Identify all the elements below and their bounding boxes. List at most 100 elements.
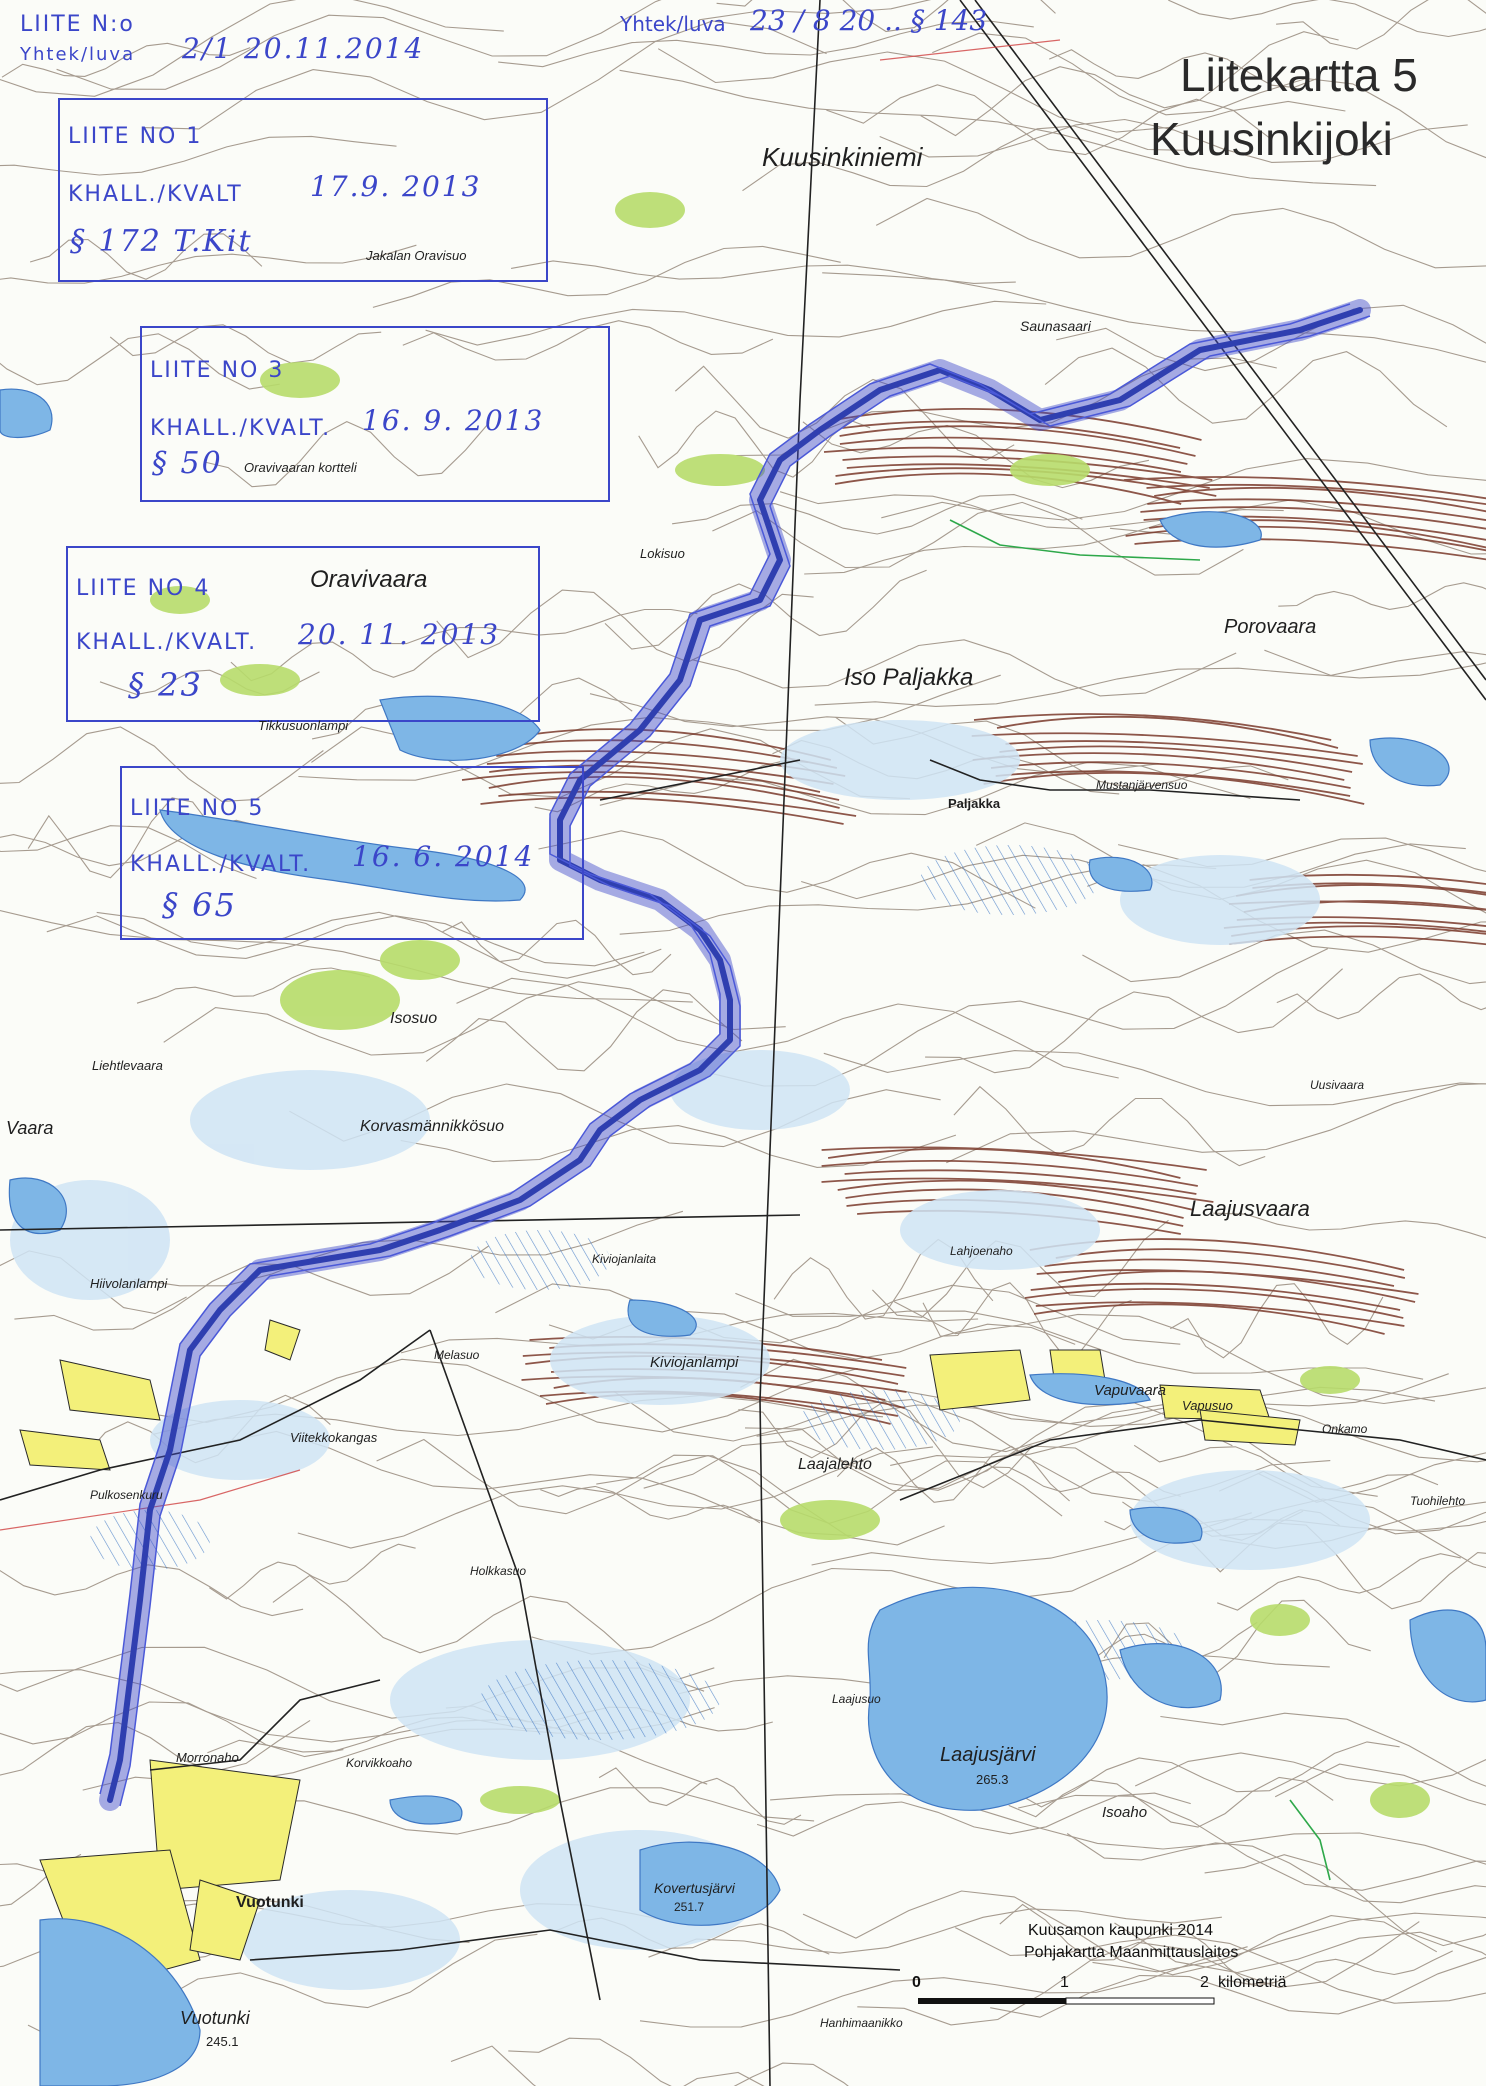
place-vuotunki: Vuotunki xyxy=(236,1894,304,1911)
stamp-2-row1: LIITE NO 3 xyxy=(150,358,285,383)
contour-line xyxy=(879,118,1468,163)
contour-line xyxy=(442,919,672,976)
contour-line xyxy=(814,662,1486,707)
steep-contour-line xyxy=(821,1177,1214,1203)
place-kiviojanlampi: Kiviojanlampi xyxy=(650,1354,739,1371)
small-lake-4 xyxy=(1129,1506,1203,1544)
steep-contour-line xyxy=(1005,740,1363,765)
steep-contour-line xyxy=(834,408,1202,441)
contour-line xyxy=(770,1793,1486,1865)
contour-line xyxy=(96,911,662,979)
contour-line xyxy=(372,245,841,308)
contour-line xyxy=(46,915,645,967)
contour-line xyxy=(1044,347,1448,428)
contour-line xyxy=(638,410,871,478)
steep-contour-line xyxy=(1033,1303,1385,1335)
contour-line xyxy=(990,1956,1486,2018)
steep-contour-line xyxy=(842,420,1181,449)
credit-line1: Kuusamon kaupunki 2014 xyxy=(1028,1922,1214,1939)
steep-contour-line xyxy=(823,446,1182,473)
credit-line2: Pohjakartta Maanmittauslaitos xyxy=(1024,1944,1239,1961)
contour-line xyxy=(400,1125,957,1168)
stamp-1-row3-hand: § 172 T.Kit xyxy=(70,224,253,259)
place-isosuo: Isosuo xyxy=(390,1010,438,1027)
steep-contour-line xyxy=(461,771,840,801)
stamp-3-row2: KHALL./KVALT. xyxy=(76,630,258,655)
contour-line xyxy=(639,1946,1248,2028)
contour-line xyxy=(425,989,743,1072)
place-laajusvaara: Laajusvaara xyxy=(1190,1196,1310,1221)
contour-line xyxy=(136,967,371,1004)
place-viitekkokangas: Viitekkokangas xyxy=(290,1430,378,1445)
contour-line xyxy=(1066,1833,1486,1904)
contour-line xyxy=(740,1358,1378,1497)
map-title-line2: Kuusinkijoki xyxy=(1150,113,1393,165)
contour-line xyxy=(0,244,417,284)
stamp-3-row2-hand: 20. 11. 2013 xyxy=(298,618,501,651)
place-vuotunki-lake: Vuotunki xyxy=(180,2008,250,2028)
stamp-2-row3-hand: § 50 xyxy=(152,446,223,481)
contour-line xyxy=(1,42,251,78)
steep-contour-line xyxy=(1123,476,1486,500)
place-laajusjarvi-alt: 265.3 xyxy=(976,1772,1009,1787)
contour-line xyxy=(932,32,1486,159)
place-kovertusjarvi-alt: 251.7 xyxy=(674,1900,705,1914)
contour-line xyxy=(893,1301,1486,1405)
contour-line xyxy=(756,1792,1191,1837)
contour-line xyxy=(657,48,1346,133)
steep-contour-line xyxy=(1134,538,1486,561)
contour-line xyxy=(508,2037,849,2086)
contour-line xyxy=(1048,49,1317,88)
contour-line xyxy=(29,233,263,280)
contour-line xyxy=(204,420,490,488)
contour-line xyxy=(881,458,1486,521)
contour-line xyxy=(598,1767,802,1825)
steep-contour-line xyxy=(1024,1288,1404,1319)
steep-contour-line xyxy=(973,713,1332,741)
place-oravivaara: Oravivaara xyxy=(310,566,428,593)
contour-line xyxy=(0,1250,187,1315)
contour-line xyxy=(1082,929,1486,985)
contour-line xyxy=(1168,0,1486,38)
scale-bar xyxy=(918,1997,1215,2005)
boundary-lines xyxy=(0,39,1061,1531)
contour-line xyxy=(716,0,1056,33)
contour-line xyxy=(672,494,1083,535)
tikkusuonlampi-lake xyxy=(379,695,541,761)
contour-line xyxy=(1278,582,1486,610)
contour-line xyxy=(208,1543,416,1600)
place-onkamo: Onkamo xyxy=(1322,1422,1368,1436)
steep-contour-line xyxy=(1044,1258,1395,1287)
place-laajusuo: Laajusuo xyxy=(832,1692,881,1706)
place-vuotunki-alt: 245.1 xyxy=(206,2034,239,2049)
map-title-line1: Liitekartta 5 xyxy=(1180,49,1418,101)
contour-line xyxy=(163,981,786,1056)
contour-line xyxy=(953,1085,1266,1167)
steep-contour-line xyxy=(827,1147,1181,1179)
contour-line xyxy=(674,365,1015,461)
contour-line xyxy=(436,589,814,663)
steep-contour-line xyxy=(486,759,834,785)
scale-tick-2: 2 xyxy=(1200,1974,1209,1991)
place-morronaho: Morronaho xyxy=(176,1750,239,1765)
contour-line xyxy=(1217,1553,1461,1611)
stamp-top-right-hand: 23 / 8 20 .. § 143 xyxy=(750,4,988,37)
steep-contour-line xyxy=(837,1179,1194,1211)
stamp-1-row1: LIITE NO 1 xyxy=(68,124,203,149)
contour-line xyxy=(604,569,927,650)
contour-line xyxy=(0,135,397,176)
contour-line xyxy=(0,726,324,802)
contour-line xyxy=(534,760,808,813)
contour-line xyxy=(425,300,1047,346)
stamp-3: LIITE NO 4 KHALL./KVALT. 20. 11. 2013 § … xyxy=(66,546,540,722)
contour-line xyxy=(223,1430,852,1537)
contour-line xyxy=(699,0,932,21)
place-kovertusjarvi: Kovertusjärvi xyxy=(654,1880,735,1896)
contour-line xyxy=(1008,1776,1334,1828)
place-tuohilehto: Tuohilehto xyxy=(1410,1494,1466,1508)
place-laajalehto: Laajalehto xyxy=(798,1456,872,1473)
contour-line xyxy=(1103,1599,1371,1675)
laajusjarvi-lake xyxy=(867,1586,1108,1811)
